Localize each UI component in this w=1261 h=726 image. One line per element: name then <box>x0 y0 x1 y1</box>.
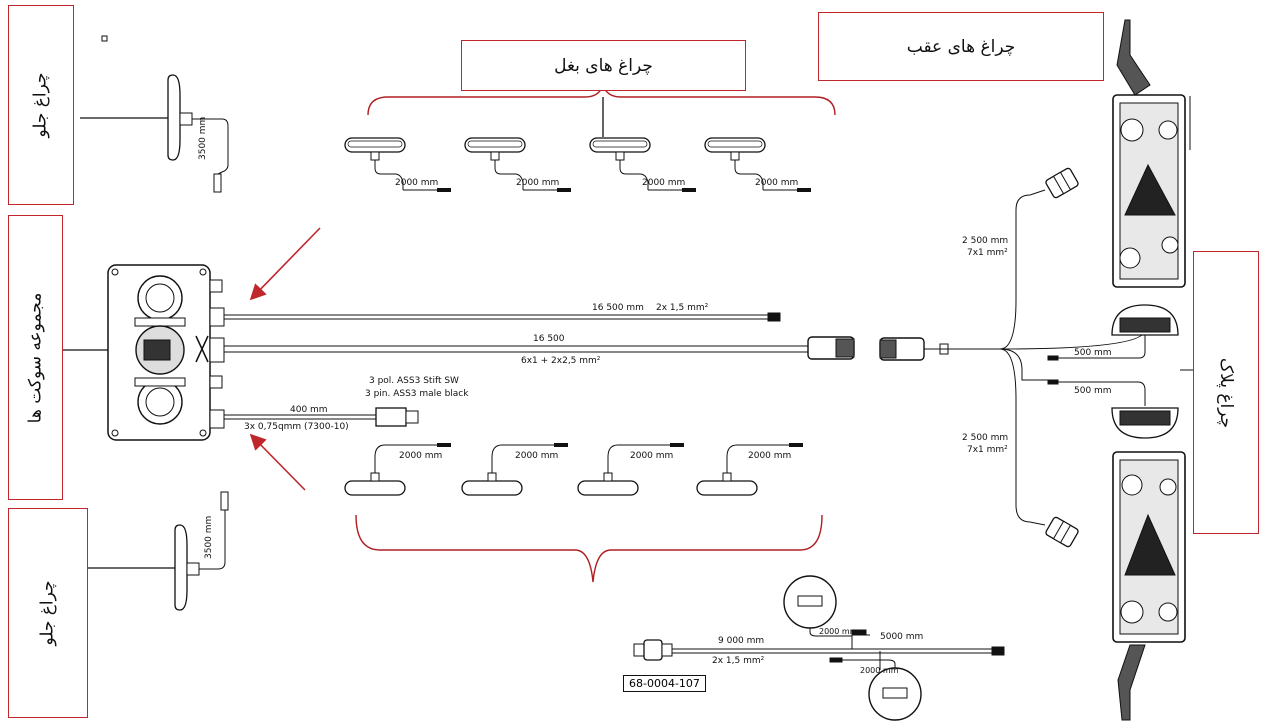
main1-length: 16 500 mm <box>592 303 644 313</box>
label-socket-assembly: مجموعه سوکت ها <box>25 292 46 423</box>
label-front-light-top: چراغ جلو <box>31 72 52 138</box>
label-box-side-lights: چراغ های بغل <box>461 40 746 91</box>
main1-spec: 2x 1,5 mm² <box>656 303 709 313</box>
side-lamp-top-3 <box>589 137 696 192</box>
bottom-length: 9 000 mm <box>718 636 765 646</box>
arrow-lower <box>249 433 306 491</box>
bottom-cable <box>633 634 1005 670</box>
bottom-branch-length: 5000 mm <box>880 632 924 642</box>
rear-top-spec: 7x1 mm² <box>967 248 1008 258</box>
plate-bottom-length: 500 mm <box>1074 386 1112 396</box>
side-lamp-top-4 <box>704 137 811 192</box>
side-bottom-length-1: 2000 mm <box>399 451 443 461</box>
plate-lamp-top <box>1047 304 1179 361</box>
short-spec: 3x 0,75qmm (7300-10) <box>244 422 349 432</box>
main-cable-1 <box>224 312 781 322</box>
label-side-lights: چراغ های بغل <box>554 55 653 76</box>
bottom-round-top-length: 2000 mm <box>819 627 858 636</box>
short-length: 400 mm <box>290 405 328 415</box>
side-top-length-2: 2000 mm <box>516 178 560 188</box>
rear-connector <box>879 337 1000 361</box>
connector-en: 3 pin. ASS3 male black <box>365 389 469 399</box>
rear-top-length: 2 500 mm <box>962 236 1009 246</box>
plate-top-length: 500 mm <box>1074 348 1112 358</box>
arrow-upper <box>249 227 321 301</box>
main2-spec: 6x1 + 2x2,5 mm² <box>521 356 601 366</box>
side-top-length-3: 2000 mm <box>642 178 686 188</box>
rear-bottom-length: 2 500 mm <box>962 433 1009 443</box>
label-rear-lights: چراغ های عقب <box>906 36 1016 57</box>
label-box-front-light-bottom: چراغ جلو <box>8 508 88 718</box>
label-box-socket-assembly: مجموعه سوکت ها <box>8 215 63 500</box>
rear-lamp-top <box>1112 19 1191 288</box>
connector-de: 3 pol. ASS3 Stift SW <box>369 376 459 386</box>
bottom-round-bottom-length: 2000 mm <box>860 666 899 675</box>
side-lights-bottom-brace <box>355 514 823 583</box>
rear-bottom-spec: 7x1 mm² <box>967 445 1008 455</box>
side-top-length-1: 2000 mm <box>395 178 439 188</box>
side-lamp-bottom-3 <box>577 443 684 496</box>
main2-length: 16 500 <box>533 334 565 344</box>
rear-plug-top <box>1045 167 1079 199</box>
side-lamp-bottom-1 <box>344 443 451 496</box>
side-lamp-top-2 <box>464 137 571 192</box>
label-box-plate-light: چراغ پلاک <box>1193 251 1259 534</box>
small-square <box>101 35 108 42</box>
plate-lamp-bottom <box>1047 379 1179 439</box>
side-top-length-4: 2000 mm <box>755 178 799 188</box>
side-lamp-top-1 <box>344 137 451 192</box>
side-bottom-length-4: 2000 mm <box>748 451 792 461</box>
front-light-top-lamp <box>80 74 229 193</box>
rear-plug-bottom <box>1045 516 1079 548</box>
socket-box <box>62 264 225 441</box>
part-number: 68-0004-107 <box>623 675 706 692</box>
label-front-light-bottom: چراغ جلو <box>37 580 58 646</box>
side-bottom-length-2: 2000 mm <box>515 451 559 461</box>
bottom-spec: 2x 1,5 mm² <box>712 656 765 666</box>
front-top-length: 3500 mm <box>198 116 208 160</box>
front-bottom-length: 3500 mm <box>204 515 214 559</box>
label-plate-light: چراغ پلاک <box>1216 357 1236 428</box>
round-lamp-bottom <box>829 657 922 721</box>
label-box-rear-lights: چراغ های عقب <box>818 12 1104 81</box>
main-cable-2 <box>224 336 855 360</box>
round-lamp-top <box>783 575 867 637</box>
side-bottom-length-3: 2000 mm <box>630 451 674 461</box>
side-lamp-bottom-2 <box>461 443 568 496</box>
front-light-bottom-lamp <box>88 491 229 611</box>
short-cable <box>224 407 419 427</box>
label-box-front-light-top: چراغ جلو <box>8 5 74 205</box>
rear-lamp-bottom <box>1112 451 1186 721</box>
side-lamp-bottom-4 <box>696 443 803 496</box>
